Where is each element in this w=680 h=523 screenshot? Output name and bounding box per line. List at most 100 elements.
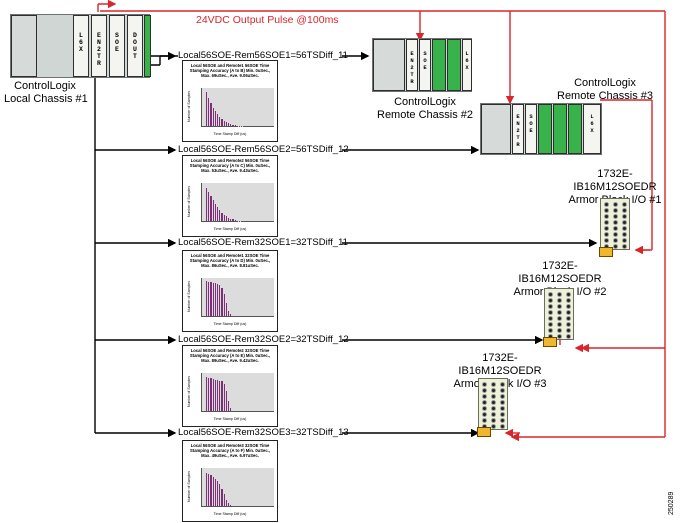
histogram-bar bbox=[210, 282, 213, 316]
histogram-bar bbox=[208, 281, 211, 316]
module-green bbox=[432, 39, 446, 91]
m12-connector bbox=[500, 424, 505, 429]
m12-connector bbox=[491, 400, 496, 405]
histogram-bar bbox=[221, 118, 224, 126]
m12-connector bbox=[548, 316, 553, 321]
histogram-bar bbox=[221, 381, 224, 411]
histogram-plot bbox=[201, 278, 274, 317]
histogram-xlabel: Time Stamp Diff (us) bbox=[213, 512, 247, 516]
m12-connector bbox=[500, 418, 505, 423]
histogram-ylabel: Number of Samples bbox=[187, 281, 191, 312]
m12-connector bbox=[491, 394, 496, 399]
histogram-ylabel: Number of Samples bbox=[187, 471, 191, 502]
histogram-bar bbox=[221, 212, 224, 221]
histogram-bar bbox=[212, 476, 215, 506]
m12-connector bbox=[604, 220, 609, 225]
m12-connector bbox=[622, 214, 627, 219]
m12-connector bbox=[622, 244, 627, 249]
histogram-3: Local 56SOE and Remote1 32SOE Time Stamp… bbox=[182, 250, 278, 332]
m12-connector bbox=[613, 202, 618, 207]
histogram-bar bbox=[217, 207, 220, 221]
histogram-bar bbox=[225, 122, 228, 126]
histogram-bar bbox=[217, 114, 220, 126]
m12-connector bbox=[613, 238, 618, 243]
histogram-bar bbox=[228, 401, 231, 411]
m12-connector bbox=[566, 292, 571, 297]
m12-connector bbox=[613, 232, 618, 237]
figure-id: 250289 bbox=[668, 491, 675, 515]
module-green bbox=[144, 15, 151, 77]
histogram-bar bbox=[221, 488, 224, 506]
m12-connector bbox=[548, 322, 553, 327]
path-label-1: Local56SOE-Rem56SOE1=56TSDiff_11 bbox=[178, 50, 348, 61]
m12-connector bbox=[482, 382, 487, 387]
module-green bbox=[447, 39, 461, 91]
histogram-bar bbox=[230, 124, 233, 126]
histogram-bar bbox=[228, 310, 231, 316]
armor-base bbox=[599, 247, 613, 257]
histogram-bar bbox=[230, 407, 233, 411]
m12-connector bbox=[566, 298, 571, 303]
histogram-title: Local 56SOE and Remote3 32SOE Time Stamp… bbox=[190, 443, 270, 458]
m12-connector bbox=[557, 298, 562, 303]
m12-connector bbox=[482, 418, 487, 423]
m12-connector bbox=[604, 232, 609, 237]
m12-connector bbox=[500, 412, 505, 417]
m12-connector bbox=[622, 208, 627, 213]
histogram-bar bbox=[219, 116, 222, 126]
histogram-bar bbox=[212, 282, 215, 316]
histogram-bar bbox=[230, 314, 233, 316]
m12-connector bbox=[482, 388, 487, 393]
m12-connector bbox=[566, 334, 571, 339]
power-supply bbox=[373, 39, 405, 91]
m12-connector bbox=[557, 328, 562, 333]
armor-base bbox=[543, 337, 557, 347]
armor-block-3 bbox=[477, 378, 508, 437]
histogram-bar bbox=[217, 481, 220, 506]
m12-connector bbox=[548, 328, 553, 333]
histogram-bar bbox=[223, 383, 226, 411]
histogram-bar bbox=[219, 380, 222, 411]
histogram-bar bbox=[210, 378, 213, 411]
histogram-bar bbox=[223, 494, 226, 506]
histogram-bar bbox=[219, 210, 222, 221]
m12-connector bbox=[613, 244, 618, 249]
m12-connector bbox=[500, 388, 505, 393]
m12-connector bbox=[566, 316, 571, 321]
armor-block-2 bbox=[543, 288, 574, 347]
m12-connector bbox=[622, 226, 627, 231]
m12-connector bbox=[548, 304, 553, 309]
histogram-xlabel: Time Stamp Diff (us) bbox=[213, 132, 247, 136]
histogram-bar bbox=[228, 217, 231, 221]
m12-connector bbox=[491, 418, 496, 423]
m12-connector bbox=[500, 382, 505, 387]
histogram-bar bbox=[208, 473, 211, 506]
histogram-ylabel: Number of Samples bbox=[187, 376, 191, 407]
module-green bbox=[553, 104, 567, 154]
m12-connector bbox=[604, 208, 609, 213]
m12-connector bbox=[491, 412, 496, 417]
m12-connector bbox=[548, 310, 553, 315]
histogram-bar bbox=[214, 379, 217, 411]
histogram-bar bbox=[232, 124, 235, 126]
histogram-bar bbox=[225, 499, 228, 506]
histogram-bar bbox=[230, 218, 233, 221]
histogram-plot bbox=[201, 373, 274, 412]
histogram-bar bbox=[217, 283, 220, 316]
histogram-xlabel: Time Stamp Diff (us) bbox=[213, 417, 247, 421]
histogram-bar bbox=[230, 505, 233, 506]
m12-connector bbox=[557, 316, 562, 321]
m12-connector bbox=[604, 202, 609, 207]
